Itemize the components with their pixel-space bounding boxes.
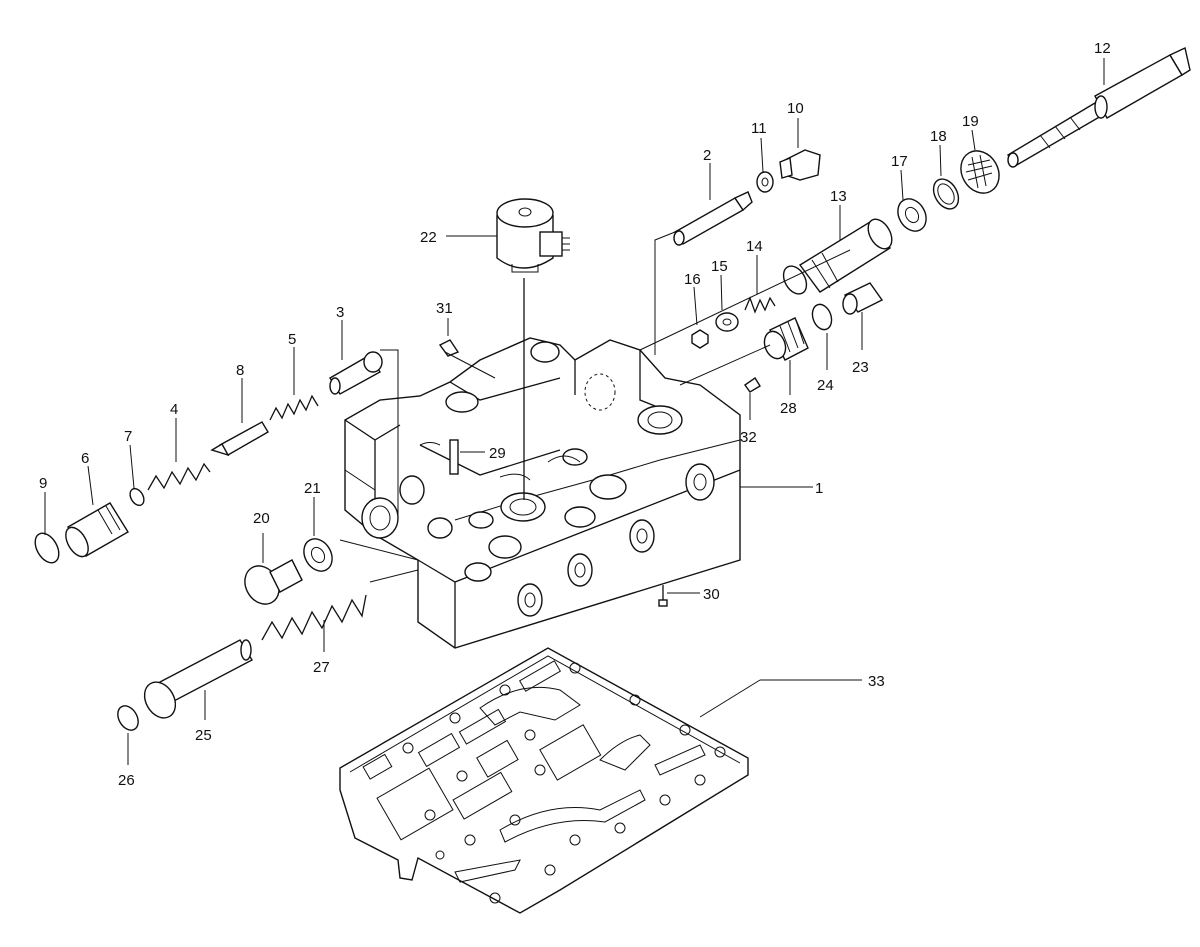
part-30-screw[interactable]	[658, 585, 668, 607]
callout-21: 21	[304, 480, 321, 497]
part-9-o-ring[interactable]	[30, 529, 63, 567]
part-19-filter[interactable]	[953, 144, 1006, 200]
part-8-pin[interactable]	[210, 421, 269, 457]
part-29-pin[interactable]	[449, 439, 459, 475]
callout-11: 11	[751, 120, 767, 137]
callout-9: 9	[39, 475, 47, 492]
callout-28: 28	[780, 400, 797, 417]
callout-29: 29	[489, 445, 506, 462]
part-24-o-ring[interactable]	[809, 302, 835, 333]
part-25-plunger[interactable]	[138, 639, 253, 723]
callout-31: 31	[436, 300, 453, 317]
callout-17: 17	[891, 153, 908, 170]
callout-16: 16	[684, 271, 701, 288]
part-14-spring[interactable]	[744, 296, 776, 314]
part-4-spring[interactable]	[147, 462, 211, 491]
callout-labels: 1 2 3 4 5 6 7 8 9 10 11 12 13 14 15 16 1…	[39, 40, 1111, 789]
callout-10: 10	[787, 100, 804, 117]
callout-23: 23	[852, 359, 869, 376]
callout-24: 24	[817, 377, 834, 394]
callout-2: 2	[703, 147, 711, 164]
callout-32: 32	[740, 429, 757, 446]
part-11-washer[interactable]	[756, 171, 774, 193]
callout-1: 1	[815, 480, 823, 497]
part-23-valve[interactable]	[842, 282, 884, 315]
part-6-plunger[interactable]	[61, 502, 129, 560]
part-16-nut[interactable]	[691, 329, 709, 349]
part-10-plug[interactable]	[779, 149, 821, 181]
part-22-solenoid[interactable]	[496, 198, 570, 500]
part-15-washer[interactable]	[715, 312, 739, 332]
callout-19: 19	[962, 113, 979, 130]
callout-8: 8	[236, 362, 244, 379]
callout-12: 12	[1094, 40, 1111, 57]
callout-18: 18	[930, 128, 947, 145]
part-20-plug[interactable]	[238, 559, 303, 611]
part-17-washer[interactable]	[892, 194, 932, 236]
callout-6: 6	[81, 450, 89, 467]
part-3-sleeve[interactable]	[329, 351, 383, 395]
part-1-valve-body[interactable]	[344, 337, 741, 649]
callout-20: 20	[253, 510, 270, 527]
callout-33: 33	[868, 673, 885, 690]
callout-14: 14	[746, 238, 763, 255]
callout-25: 25	[195, 727, 212, 744]
part-5-spring[interactable]	[269, 394, 319, 421]
part-28-piston[interactable]	[761, 317, 809, 362]
callout-7: 7	[124, 428, 132, 445]
callout-22: 22	[420, 229, 437, 246]
callout-5: 5	[288, 331, 296, 348]
part-18-o-ring[interactable]	[928, 175, 963, 214]
leader-lines	[44, 58, 1105, 765]
part-21-washer[interactable]	[298, 534, 338, 576]
part-7-o-ring[interactable]	[127, 486, 146, 508]
part-2-plunger[interactable]	[673, 191, 753, 246]
part-12-shaft[interactable]	[1007, 46, 1191, 168]
callout-4: 4	[170, 401, 178, 418]
part-27-spring[interactable]	[261, 594, 367, 641]
part-32-screw[interactable]	[744, 377, 761, 393]
part-13-sleeve[interactable]	[779, 215, 897, 298]
part-33-separator-plate[interactable]	[339, 647, 749, 914]
callout-27: 27	[313, 659, 330, 676]
callout-15: 15	[711, 258, 728, 275]
callout-3: 3	[336, 304, 344, 321]
callout-13: 13	[830, 188, 847, 205]
callout-30: 30	[703, 586, 720, 603]
part-26-o-ring[interactable]	[114, 702, 143, 734]
callout-26: 26	[118, 772, 135, 789]
